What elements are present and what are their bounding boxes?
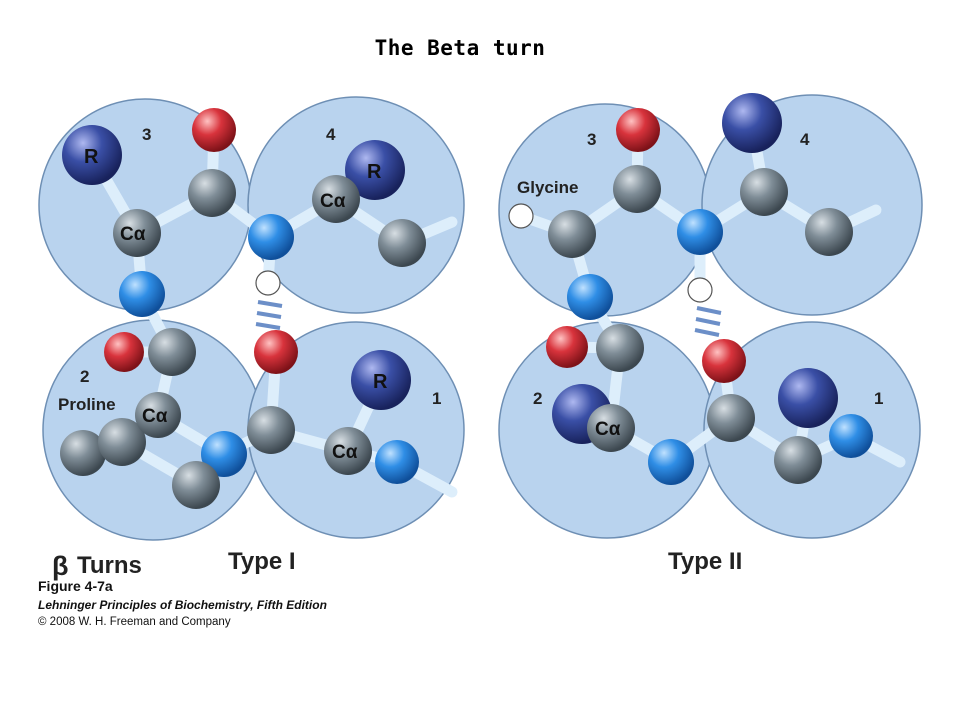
proline-ring-carbon-atom [172,461,220,509]
oxygen-atom [546,326,588,368]
proline-ring-carbon-atom [60,430,106,476]
figure-book-title: Lehninger Principles of Biochemistry, Fi… [38,598,327,612]
r-label: R [373,371,388,393]
nitrogen-atom [119,271,165,317]
type-ii-heading: Type II [668,548,742,575]
c-alpha-atom [548,210,596,258]
panel-headings: β Turns Type I Type II [52,548,742,581]
nitrogen-atom [248,214,294,260]
r-group-atom [345,140,405,200]
glycine-label: Glycine [517,178,578,197]
hydrogen-bond-typeII [694,306,722,337]
c-alpha-label: Cα [595,419,621,440]
figure-copyright: © 2008 W. H. Freeman and Company [38,616,231,628]
r-group-atom [722,93,782,153]
figure-number: Figure 4-7a [38,578,113,594]
nitrogen-atom [567,274,613,320]
c-alpha-label: Cα [120,224,146,245]
c-alpha-atom [774,436,822,484]
residue-number-3: 3 [142,125,151,144]
hydrogen-atom [508,203,534,229]
hydrogen-atom [687,277,713,303]
c-alpha-atom [587,404,635,452]
r-group-atom [351,350,411,410]
oxygen-atom [104,332,144,372]
residue-labels: 3 4 2 1 Proline 3 4 2 1 Glycine [58,125,883,414]
oxygen-atom [616,108,660,152]
atom-labels: R R R Cα Cα Cα Cα Cα [84,146,621,463]
carbonyl-carbon-atom [596,324,644,372]
atoms-typeI [60,108,426,509]
r-group-atom [62,125,122,185]
oxygen-atom [254,330,298,374]
c-alpha-atom [324,427,372,475]
nitrogen-atom [201,431,247,477]
residue-number-4: 4 [326,125,336,144]
nitrogen-atom [648,439,694,485]
turns-heading: Turns [77,552,142,579]
proline-ring-carbon-atom [98,418,146,466]
carbonyl-carbon-atom [805,208,853,256]
slide-title: The Beta turn [374,36,546,60]
c-alpha-label: Cα [320,191,346,212]
carbonyl-carbon-atom [613,165,661,213]
c-alpha-label: Cα [332,442,358,463]
carbonyl-carbon-atom [378,219,426,267]
hydrogen-atom [255,270,281,296]
carbonyl-carbon-atom [247,406,295,454]
residue-number-3: 3 [587,130,596,149]
residue-number-1: 1 [432,389,441,408]
atoms-typeII [508,93,873,485]
r-label: R [367,161,382,183]
proline-label: Proline [58,395,116,414]
c-alpha-atom [740,168,788,216]
type-i-heading: Type I [228,548,296,575]
nitrogen-atom [677,209,723,255]
carbonyl-carbon-atom [707,394,755,442]
residue-number-2: 2 [80,367,89,386]
c-alpha-label: Cα [142,406,168,427]
carbonyl-carbon-atom [188,169,236,217]
oxygen-atom [192,108,236,152]
carbonyl-carbon-atom [148,328,196,376]
r-label: R [84,146,99,168]
c-alpha-atom [113,209,161,257]
c-alpha-atom [135,392,181,438]
beta-symbol: β [52,551,68,581]
sphere-typeII-res1 [703,321,921,539]
nitrogen-atom [829,414,873,458]
c-alpha-atom [312,175,360,223]
oxygen-atom [702,339,746,383]
residue-number-1: 1 [874,389,883,408]
residue-number-4: 4 [800,130,810,149]
residue-number-2: 2 [533,389,542,408]
nitrogen-atom [375,440,419,484]
r-group-atom [778,368,838,428]
hydrogen-bond-typeI [255,300,283,330]
